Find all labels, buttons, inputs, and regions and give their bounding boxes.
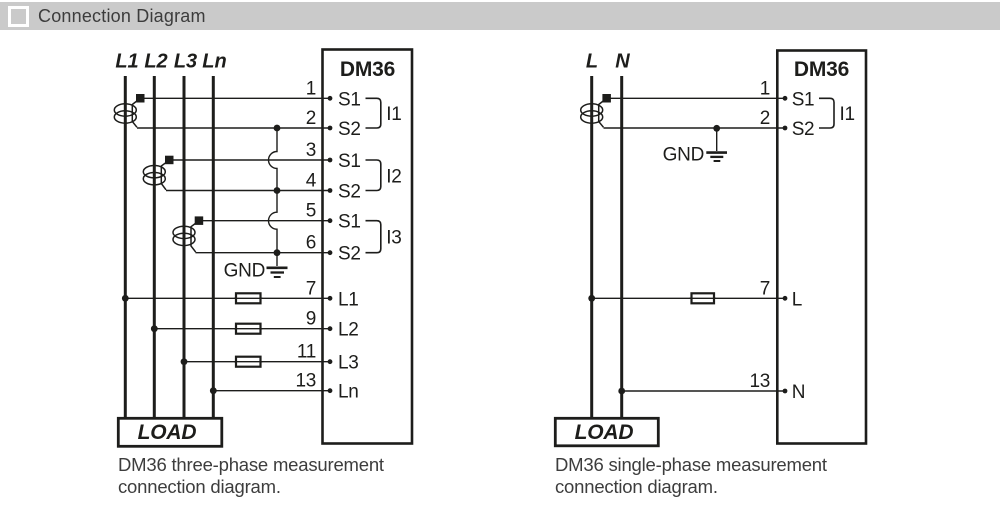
terminal-number: 1 <box>760 78 770 99</box>
terminal-number: 13 <box>295 371 316 392</box>
terminal-number: 13 <box>749 371 770 392</box>
device-box <box>775 49 868 445</box>
section-marker-icon <box>8 5 29 27</box>
terminal-number: 5 <box>306 201 316 222</box>
terminal-label: S2 <box>338 182 361 203</box>
terminal-number: 2 <box>306 108 316 129</box>
terminal-label: S1 <box>338 89 361 110</box>
terminal-number: 9 <box>306 309 316 330</box>
single-phase-diagram: DM36 L N 1 <box>553 49 868 448</box>
caption-line: DM36 single-phase measurement <box>555 454 827 475</box>
current-group-label: I3 <box>386 228 401 249</box>
terminal-numbers: 1 2 3 4 5 6 7 9 11 13 <box>295 78 317 392</box>
phase-label-n: N <box>615 51 630 73</box>
caption-line: connection diagram. <box>118 475 281 497</box>
phase-label-l: L <box>586 51 598 73</box>
fuse-l2 <box>234 322 263 335</box>
device-name: DM36 <box>794 58 849 81</box>
current-group-label: I1 <box>840 104 855 125</box>
fuse-l3 <box>234 355 263 368</box>
ground-symbol <box>706 128 727 162</box>
phase-label-l3: L3 <box>174 51 197 73</box>
terminal-numbers: 1 2 7 13 <box>749 78 770 392</box>
caption-line: DM36 three-phase measurement <box>118 454 384 475</box>
terminal-dots <box>327 95 333 394</box>
current-transformer-l <box>579 94 611 128</box>
terminal-number: 7 <box>306 278 316 299</box>
phase-label-l2: L2 <box>144 51 167 73</box>
terminal-label: S2 <box>338 119 361 140</box>
current-transformer-l3 <box>172 216 204 253</box>
terminal-number: 7 <box>760 278 770 299</box>
phase-label-ln: Ln <box>202 51 226 73</box>
gnd-label: GND <box>224 261 265 282</box>
terminal-number: 11 <box>297 342 316 363</box>
terminal-label: L2 <box>338 320 359 341</box>
load-label: LOAD <box>138 421 197 444</box>
terminal-labels: S1 S2 S1 S2 S1 S2 L1 L2 L3 Ln <box>338 89 361 402</box>
terminal-label: N <box>792 382 805 403</box>
fuse-l <box>689 292 716 305</box>
load-box <box>116 416 224 448</box>
current-group-brackets: I1 I2 I3 <box>365 97 402 254</box>
terminal-label: Ln <box>338 382 359 403</box>
terminal-label: S2 <box>338 244 361 265</box>
caption-line: connection diagram. <box>555 475 718 497</box>
terminal-number: 2 <box>760 108 770 129</box>
terminal-labels: S1 S2 L N <box>792 89 815 403</box>
terminal-number: 6 <box>306 233 316 254</box>
terminal-label: L <box>792 289 802 310</box>
gnd-label: GND <box>663 145 704 166</box>
device-name: DM36 <box>340 58 395 81</box>
current-transformer-l2 <box>142 155 174 191</box>
terminal-number: 1 <box>306 78 316 99</box>
mains-lines <box>590 76 624 419</box>
load-label: LOAD <box>575 421 634 444</box>
ground-symbol <box>266 266 288 278</box>
terminal-dots <box>782 95 788 394</box>
junction-dots <box>121 294 217 395</box>
terminal-wires <box>591 97 785 392</box>
single-phase-caption: DM36 single-phase measurement connection… <box>555 454 855 497</box>
terminal-label: L3 <box>338 353 359 374</box>
terminal-label: S1 <box>792 89 815 110</box>
fuse-l1 <box>234 292 263 305</box>
section-header-bar: Connection Diagram <box>0 2 1000 30</box>
current-transformer-l1 <box>113 94 145 128</box>
three-phase-diagram: DM36 L1 L2 L3 Ln <box>113 48 414 448</box>
three-phase-caption: DM36 three-phase measurement connection … <box>118 454 418 497</box>
terminal-label: L1 <box>338 289 359 310</box>
terminal-label: S2 <box>792 119 815 140</box>
terminal-number: 3 <box>306 140 316 161</box>
section-title: Connection Diagram <box>38 5 206 26</box>
secondary-common-line <box>267 124 281 266</box>
terminal-label: S1 <box>338 151 361 172</box>
current-group-label: I1 <box>386 104 401 125</box>
device-box <box>321 48 414 445</box>
current-group-label: I2 <box>386 166 401 187</box>
terminal-number: 4 <box>306 171 317 192</box>
load-box <box>553 416 660 448</box>
terminal-label: S1 <box>338 212 361 233</box>
current-group-brackets: I1 <box>819 97 855 129</box>
phase-label-l1: L1 <box>115 51 138 73</box>
